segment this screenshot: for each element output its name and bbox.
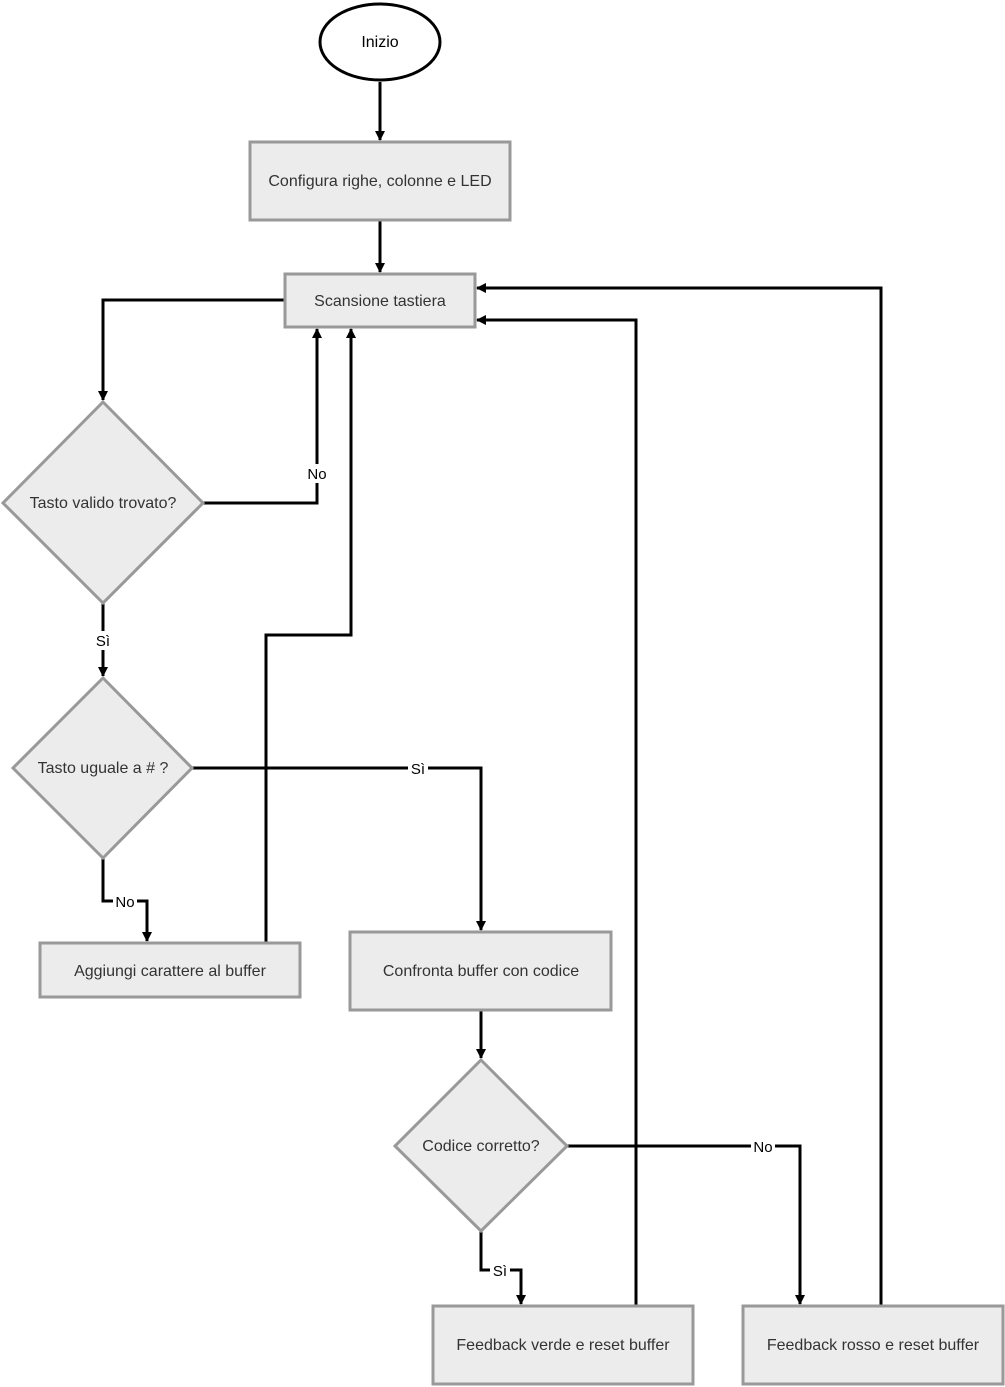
edge-label-valid-yes: Sì [96,633,110,650]
node-compare: Confronta buffer con codice [348,930,613,1012]
node-start-label: Inizio [361,34,398,51]
edge-label-correct-no: No [753,1139,772,1156]
node-configure-label: Configura righe, colonne e LED [268,173,491,190]
node-red-label: Feedback rosso e reset buffer [767,1337,980,1354]
node-green-label: Feedback verde e reset buffer [456,1337,670,1354]
node-append-label: Aggiungi carattere al buffer [74,963,267,980]
edge-label-valid-no: No [307,466,326,483]
node-scan-label: Scansione tastiera [314,293,446,310]
edge-label-correct-yes: Sì [493,1263,507,1280]
edge-red-to-scan [476,283,883,1305]
node-key-hash-decision: Tasto uguale a # ? [10,675,195,861]
node-start: Inizio [318,2,442,82]
node-configure: Configura righe, colonne e LED [248,140,512,222]
edge-valid-key-no-to-scan [203,328,322,505]
node-valid-key-decision: Tasto valido trovato? [0,399,206,606]
node-append: Aggiungi carattere al buffer [38,941,302,999]
node-green-feedback: Feedback verde e reset buffer [431,1304,695,1386]
node-compare-label: Confronta buffer con codice [383,963,579,980]
node-valid-key-label: Tasto valido trovato? [30,495,177,512]
node-key-hash-label: Tasto uguale a # ? [38,760,169,777]
edge-scan-to-valid-key [98,298,285,401]
node-red-feedback: Feedback rosso e reset buffer [741,1304,1005,1386]
node-correct-label: Codice corretto? [422,1138,539,1155]
edge-labels: No Sì Sì No No Sì [93,464,775,1280]
edges [98,82,883,1305]
edge-green-to-scan [476,315,638,1305]
edge-label-hash-no: No [115,894,134,911]
edge-hash-yes-to-compare [192,766,486,931]
edge-correct-no-to-red [567,1144,805,1305]
edge-label-hash-yes: Sì [411,761,425,778]
node-scan: Scansione tastiera [283,272,477,329]
edge-append-to-scan [264,328,356,943]
node-correct-decision: Codice corretto? [392,1057,570,1234]
